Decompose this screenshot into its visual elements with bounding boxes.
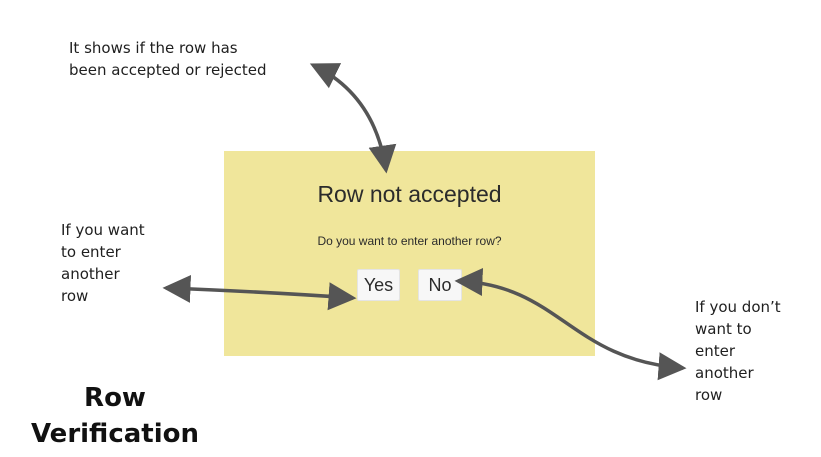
annotation-yes-explanation: If you want to enter another row	[61, 219, 145, 307]
annotation-line: enter	[695, 342, 736, 360]
page-title-line: Verification	[30, 419, 199, 449]
annotation-row-status: It shows if the row has been accepted or…	[69, 37, 267, 81]
annotation-line: want to	[695, 320, 752, 338]
dialog-question: Do you want to enter another row?	[317, 234, 502, 248]
annotation-line: If you want	[61, 221, 145, 239]
annotation-line: row	[61, 287, 89, 305]
yes-button[interactable]: Yes	[357, 269, 400, 301]
dialog-title: Row not accepted	[317, 181, 502, 207]
annotation-line: another	[695, 364, 754, 382]
annotation-line: another	[61, 265, 120, 283]
no-button[interactable]: No	[418, 269, 462, 301]
page-title-line: Row	[84, 383, 146, 413]
annotation-line: been accepted or rejected	[69, 61, 267, 79]
page-title: Row Verification	[20, 380, 210, 452]
annotation-line: If you don’t	[695, 298, 781, 316]
annotation-no-explanation: If you don’t want to enter another row	[695, 296, 781, 406]
row-verification-dialog: Row not accepted Do you want to enter an…	[224, 151, 595, 356]
annotation-line: It shows if the row has	[69, 39, 238, 57]
annotation-line: to enter	[61, 243, 121, 261]
annotation-line: row	[695, 386, 723, 404]
